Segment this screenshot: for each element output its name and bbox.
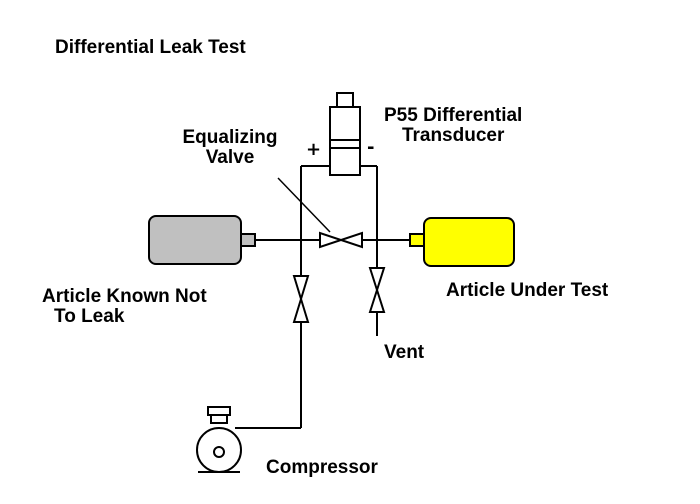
test-article-label: Article Under Test — [446, 280, 609, 301]
reference-article — [148, 215, 256, 265]
reference-article-label-line-2: To Leak — [54, 305, 125, 327]
transducer-label-line-1: P55 Differential — [384, 105, 523, 126]
compressor-cap — [207, 406, 231, 416]
minus-port-label: - — [367, 137, 375, 158]
equalizing-valve-label: Equalizing Valve — [170, 128, 290, 168]
equalizing-valve — [319, 231, 363, 249]
compressor-neck — [210, 414, 228, 424]
vent-label: Vent — [384, 342, 425, 363]
test-article-port — [409, 233, 425, 247]
equalizing-valve-label-line-1: Equalizing — [182, 127, 278, 148]
equalizing-valve-leader — [277, 177, 331, 233]
reference-article-label: Article Known Not To Leak — [42, 287, 207, 327]
test-article — [409, 217, 515, 267]
vent-valve — [368, 267, 386, 313]
transducer — [329, 92, 361, 176]
transducer-label-line-2: Transducer — [401, 124, 505, 146]
compressor-hub — [213, 446, 225, 458]
supply-valve — [292, 275, 310, 323]
diagram-title: Differential Leak Test — [55, 37, 246, 58]
compressor — [196, 406, 242, 473]
compressor-label: Compressor — [266, 457, 378, 478]
reference-article-body — [148, 215, 242, 265]
reference-article-label-line-1: Article Known Not — [42, 286, 207, 307]
plus-port-label: + — [306, 139, 322, 160]
transducer-cap — [336, 92, 354, 108]
reference-article-port — [240, 233, 256, 247]
transducer-label: P55 Differential Transducer — [384, 106, 522, 146]
equalizing-valve-label-line-2: Valve — [205, 146, 255, 168]
test-article-body — [423, 217, 515, 267]
